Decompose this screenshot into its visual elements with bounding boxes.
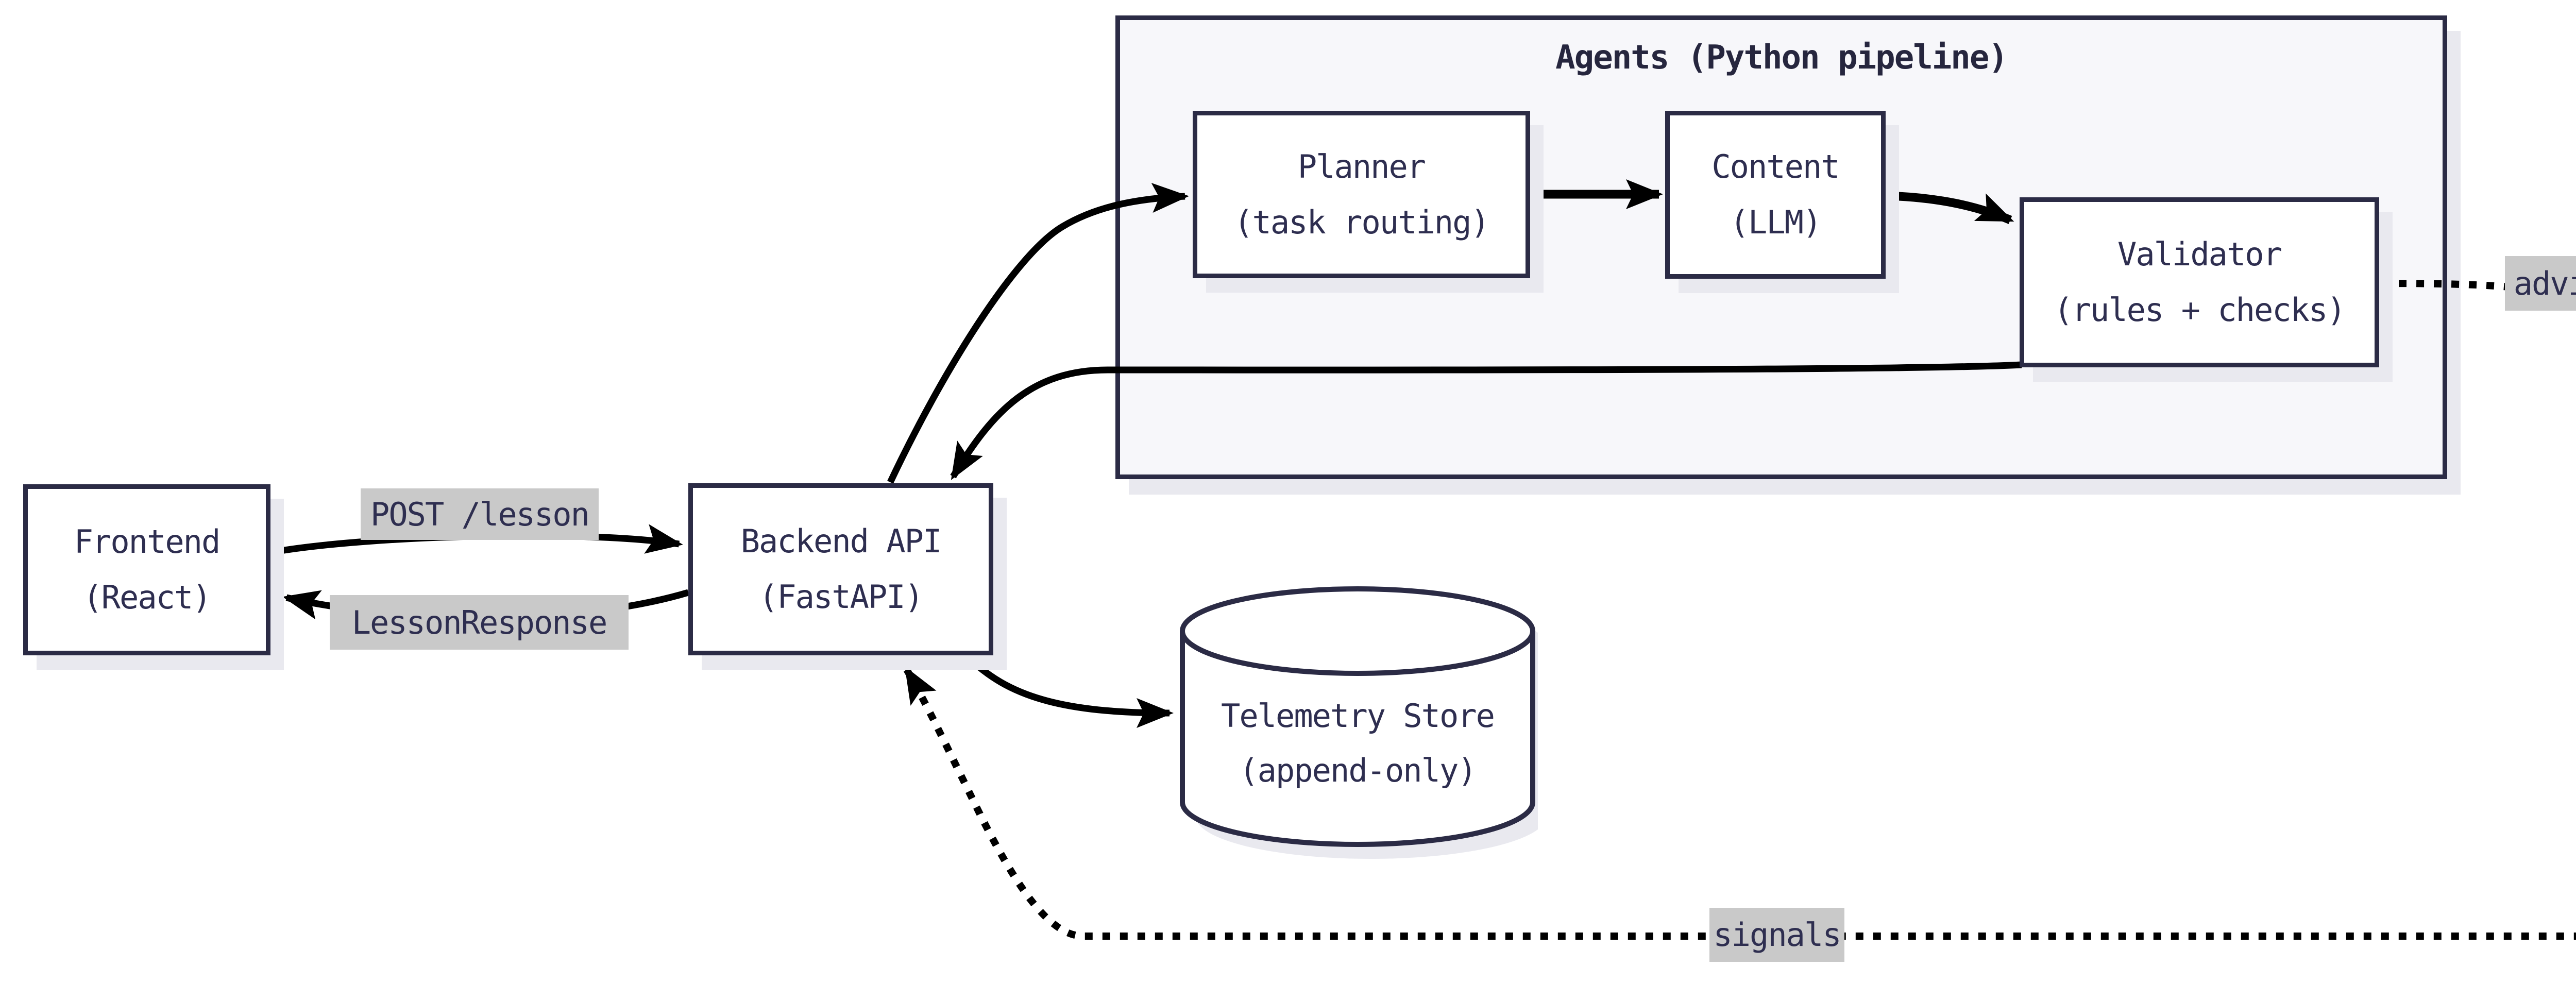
node-content-line1: Content (1711, 148, 1840, 185)
edge-label-signals: signals (1709, 908, 1844, 962)
edge-mcp-to-backend (903, 666, 2576, 940)
edge-backend-to-telemetry (965, 654, 1174, 728)
node-planner-line2: (task routing) (1234, 203, 1490, 241)
node-telemetry-line2: (append-only) (1239, 752, 1477, 789)
agents-cluster-title: Agents (Python pipeline) (1555, 39, 2008, 77)
node-frontend-line2: (React) (83, 579, 211, 616)
node-validator: Validator (rules + checks) (2020, 197, 2379, 367)
edge-label-post-lesson: POST /lesson (361, 488, 599, 540)
edge-content-to-validator (1886, 191, 2014, 224)
node-planner: Planner (task routing) (1193, 111, 1530, 278)
node-frontend-line1: Frontend (74, 523, 221, 561)
edge-backend-to-planner (887, 183, 1189, 484)
node-validator-line1: Validator (2117, 235, 2282, 273)
edge-validator-to-backend (950, 361, 2022, 480)
node-backend-line1: Backend API (740, 522, 942, 560)
edge-validator-to-mcp (2381, 280, 2576, 302)
node-backend-line2: (FastAPI) (759, 578, 924, 616)
node-validator-line2: (rules + checks) (2054, 291, 2346, 329)
edge-label-advisory: advisory (2505, 256, 2576, 311)
node-planner-line1: Planner (1297, 147, 1426, 185)
node-telemetry-store: Telemetry Store (append-only) (1177, 580, 1538, 859)
node-content-line2: (LLM) (1730, 204, 1822, 241)
node-telemetry-line1: Telemetry Store (1221, 697, 1495, 735)
node-content: Content (LLM) (1665, 111, 1886, 279)
edge-label-lesson-response: LessonResponse (330, 595, 629, 650)
database-cylinder-icon (1180, 586, 1538, 859)
node-backend: Backend API (FastAPI) (688, 483, 993, 655)
node-frontend: Frontend (React) (23, 484, 270, 655)
